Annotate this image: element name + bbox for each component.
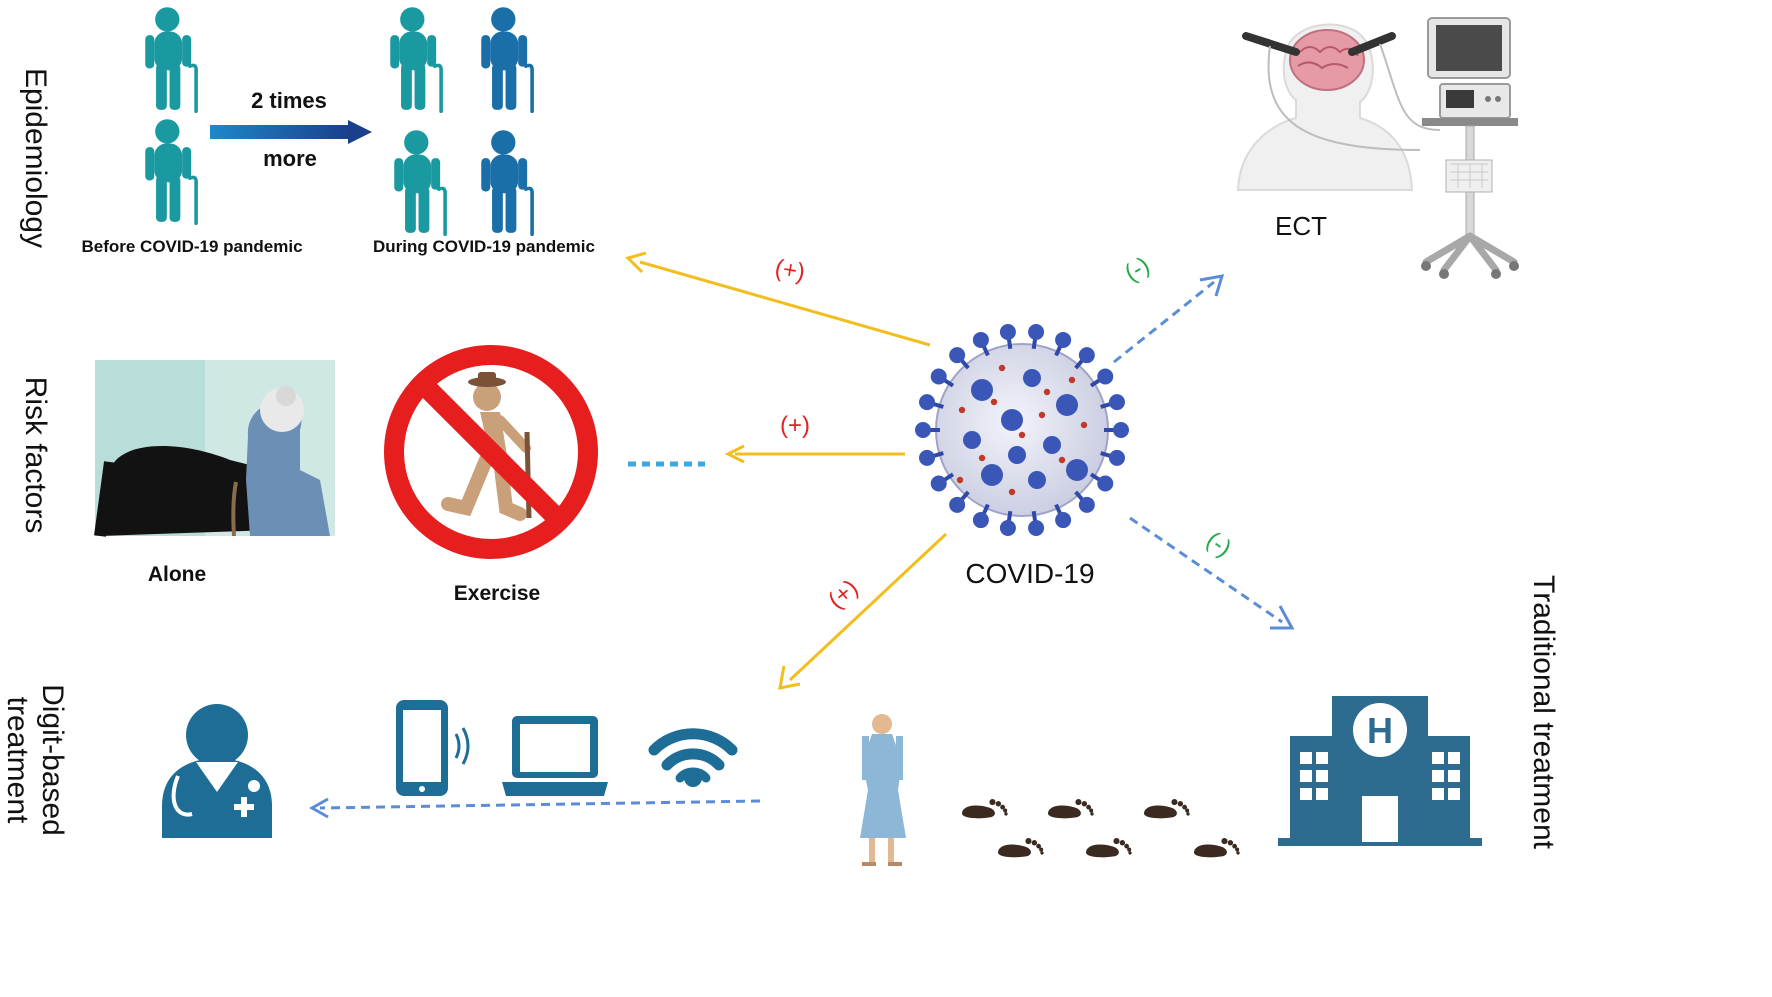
sign-traditional-treatment: (-) [1201, 526, 1236, 562]
coronavirus-icon [915, 324, 1129, 536]
during-pandemic-caption: During COVID-19 pandemic [373, 237, 595, 256]
wifi-icon [648, 728, 738, 787]
smartphone-icon [396, 700, 470, 796]
arrow-to-traditional-treatment [1129, 516, 1295, 630]
arrow-to-epidemiology [625, 251, 931, 347]
alone-caption: Alone [148, 563, 206, 586]
multiplier-bottom-text: more [263, 146, 317, 171]
elder-during-2-icon [479, 5, 534, 113]
elder-before-1-icon [143, 5, 198, 113]
elder-before-2-icon [143, 117, 198, 225]
elder-during-1-icon [388, 5, 443, 113]
elder-during-3-icon [392, 128, 447, 236]
alone-elder-illustration [94, 360, 335, 537]
doctor-icon [162, 704, 272, 838]
epidemiology-section: 2 times more Before COVID-19 pandemic Du… [81, 5, 595, 256]
hospital-icon: H [1278, 696, 1482, 846]
traditional-treatment-section: H [860, 696, 1482, 866]
ect-label: ECT [1275, 211, 1327, 241]
covid19-label: COVID-19 [965, 558, 1094, 589]
footprints-icon [962, 799, 1240, 858]
exercise-caption: Exercise [454, 582, 540, 605]
arrow-to-doctor [308, 797, 761, 819]
patient-icon [860, 714, 906, 866]
ect-head-illustration [1236, 23, 1441, 191]
arrow-to-ect [1113, 274, 1225, 364]
risk-factors-section: Alone Exercise [94, 345, 705, 605]
ect-machine-illustration [1421, 17, 1519, 279]
svg-text:H: H [1367, 710, 1393, 751]
arrow-to-digit-treatment [778, 532, 948, 690]
sign-digit-treatment: (+) [823, 574, 863, 614]
elder-during-4-icon [479, 128, 534, 236]
digit-treatment-section [162, 700, 761, 838]
sign-ect: (-) [1120, 252, 1154, 287]
before-pandemic-caption: Before COVID-19 pandemic [81, 237, 302, 256]
negative-arrows [1113, 274, 1295, 630]
positive-arrows [625, 251, 948, 690]
no-exercise-sign-icon [384, 345, 598, 559]
increase-arrow [210, 120, 372, 144]
sign-epidemiology: (+) [773, 255, 807, 287]
laptop-icon [502, 716, 608, 796]
ect-section: ECT [1236, 17, 1519, 279]
multiplier-top-text: 2 times [251, 88, 327, 113]
arrow-to-risk-factors [724, 444, 905, 464]
sign-risk-factors: (+) [780, 412, 810, 439]
